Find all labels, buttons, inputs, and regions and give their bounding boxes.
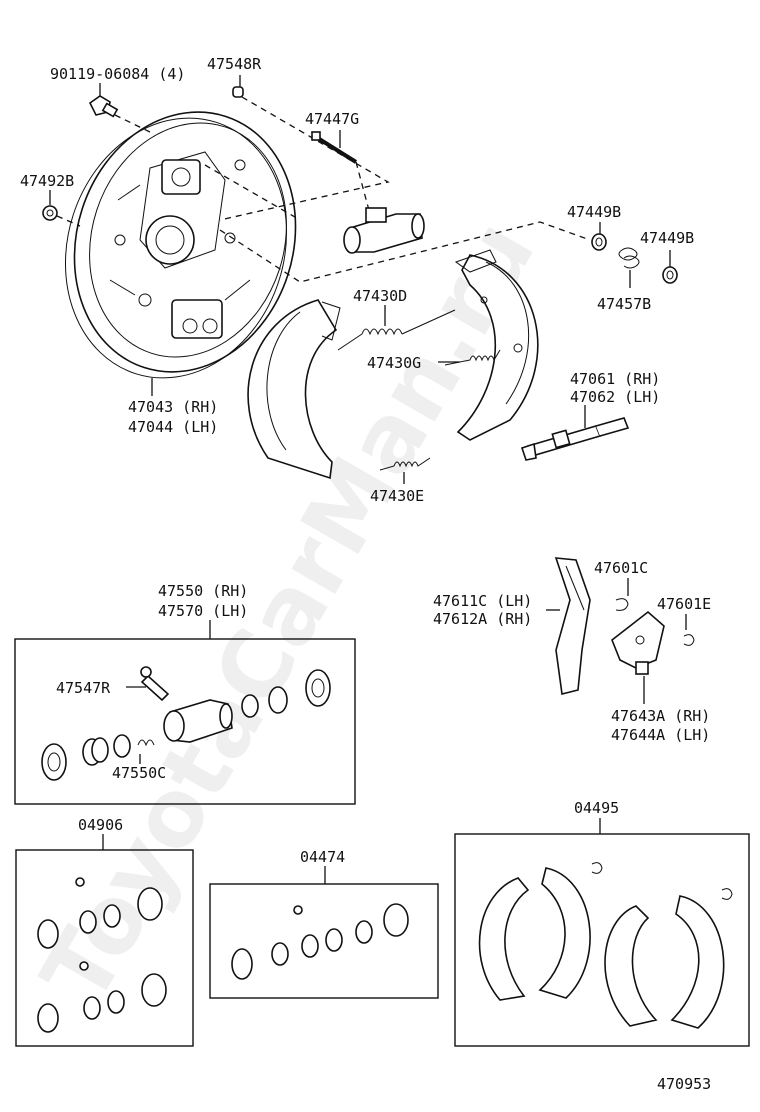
kit-04474-box	[209, 883, 439, 999]
pin-47447g	[311, 131, 358, 164]
plug-47449b-a	[591, 233, 607, 251]
label-spring-457: 47457B	[597, 295, 651, 313]
bolt-90119	[88, 95, 119, 118]
clip-47601c	[615, 598, 629, 611]
brake-shoe-left	[247, 299, 341, 480]
label-plug-a: 47449B	[567, 203, 621, 221]
clip-47601e	[683, 634, 695, 646]
kit-04495-shoes	[478, 862, 733, 1029]
cylinder-body	[163, 699, 233, 743]
label-clip-e: 47601E	[657, 595, 711, 613]
bleeder-cap-47548r	[232, 86, 244, 98]
label-cylinder-lh: 47570 (LH)	[158, 602, 248, 620]
bleeder-47547r	[140, 666, 170, 702]
label-kit-04495: 04495	[574, 799, 619, 817]
nut-47492b	[42, 205, 58, 221]
plug-47449b-b	[662, 266, 678, 284]
label-adjuster-lh: 47062 (LH)	[570, 388, 660, 406]
adjuster-47061	[520, 417, 630, 461]
label-plate-lh: 47044 (LH)	[128, 418, 218, 436]
kit-04906-box	[15, 849, 194, 1047]
label-pin: 47447G	[305, 110, 359, 128]
label-bolt: 90119-06084 (4)	[50, 65, 185, 83]
label-plate-rh: 47043 (RH)	[128, 398, 218, 416]
label-lever-rh: 47612A (RH)	[433, 610, 532, 628]
kit-04906-parts	[37, 877, 167, 1033]
kit-04495-box	[454, 833, 750, 1047]
label-cylinder-rh: 47550 (RH)	[158, 582, 248, 600]
label-spring-g: 47430G	[367, 354, 421, 372]
label-plug-b: 47449B	[640, 229, 694, 247]
label-bleeder: 47547R	[56, 679, 111, 697]
spring-47430d	[337, 309, 456, 351]
strut-47643a	[611, 610, 665, 675]
label-adjuster-rh: 47061 (RH)	[570, 370, 660, 388]
label-clip-c: 47601C	[594, 559, 648, 577]
label-strut-lh: 47644A (LH)	[611, 726, 710, 744]
label-spring-e: 47430E	[370, 487, 424, 505]
label-cup-kit: 47550C	[112, 764, 166, 782]
kit-04474-parts	[231, 903, 409, 980]
cylinder-parts	[41, 669, 331, 781]
label-bleeder-cap: 47548R	[207, 55, 262, 73]
label-spring-d: 47430D	[353, 287, 407, 305]
brake-shoe-right	[454, 249, 539, 441]
backing-plate	[64, 111, 297, 379]
cylinder-kit-box	[14, 638, 356, 805]
spring-47457b	[618, 247, 640, 269]
label-kit-04474: 04474	[300, 848, 345, 866]
spring-47430g	[444, 349, 501, 366]
label-lever-lh: 47611C (LH)	[433, 592, 532, 610]
spring-47430e	[379, 457, 431, 471]
parking-lever	[554, 557, 591, 695]
label-nut: 47492B	[20, 172, 74, 190]
label-kit-04906: 04906	[78, 816, 123, 834]
figure-number: 470953	[657, 1075, 711, 1093]
label-strut-rh: 47643A (RH)	[611, 707, 710, 725]
wheel-cylinder-top	[343, 207, 425, 254]
